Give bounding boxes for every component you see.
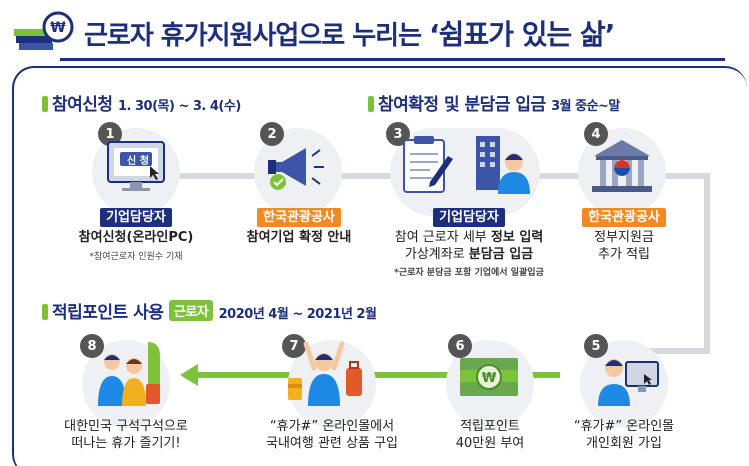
step-5-text: “휴가#” 온라인몰 개인회원 가입 [560, 418, 688, 452]
books-coin-icon: ₩ [14, 11, 74, 50]
step-6-text: 적립포인트 40만원 부여 [426, 418, 554, 452]
section-use-title: 적립포인트 사용 [52, 303, 164, 323]
title-prefix: 근로자 휴가지원사업으로 누리는 [84, 21, 430, 51]
step-2-number: 2 [260, 122, 284, 146]
step-4-line2: 추가 적립 [598, 247, 650, 262]
step-2-text: 한국관광공사 참여기업 확정 안내 [232, 206, 366, 246]
section-bar [42, 304, 48, 320]
step-3-line1-bold: 정보 입력 [490, 230, 544, 245]
step-3-line1: 참여 근로자 세부 정보 입력 [374, 229, 564, 246]
step-5-number: 5 [584, 334, 608, 358]
step-4-role: 한국관광공사 [582, 208, 666, 227]
worker-tag: 근로자 [168, 300, 214, 321]
step-8-line2: 떠나는 휴가 즐기기! [71, 436, 181, 451]
svg-text:₩: ₩ [50, 20, 66, 36]
step-3-line2-plain: 가상계좌로 [404, 247, 469, 262]
step-4-line1: 정부지원금 [594, 230, 654, 245]
section-confirm-title: 참여확정 및 분담금 입금 [378, 95, 546, 115]
section-confirm-date: 3월 중순~말 [551, 99, 620, 114]
title-highlight: ‘쉼표가 있는 삶’ [429, 18, 615, 51]
signup-computer-icon [594, 350, 660, 410]
step-6-number: 6 [448, 334, 472, 358]
step-8-text: 대한민국 구석구석으로 떠나는 휴가 즐기기! [40, 418, 212, 452]
step-5-line1: “휴가#” 온라인몰 [573, 419, 675, 434]
step-7-line2: 국내여행 관련 상품 구입 [266, 436, 398, 451]
header-icon: ₩ [14, 10, 76, 54]
step-2-role: 한국관광공사 [257, 208, 341, 227]
header-underline [60, 58, 725, 61]
step-3-line2: 가상계좌로 분담금 입금 [374, 246, 564, 263]
flow-line-right [704, 173, 710, 353]
government-building-icon [588, 134, 656, 202]
section-use-date: 2020년 4월 ~ 2021년 2월 [218, 307, 377, 322]
step-3-note: *근로자 분담금 포함 기업에서 일괄입금 [394, 268, 544, 278]
step-3-text: 기업담당자 참여 근로자 세부 정보 입력 가상계좌로 분담금 입금 *근로자 … [374, 206, 564, 278]
step-8-number: 8 [80, 334, 104, 358]
section-apply-date: 1. 30(목) ~ 3. 4(수) [117, 99, 241, 114]
shopping-person-icon [284, 338, 368, 410]
step-1-role: 기업담당자 [100, 208, 172, 227]
svg-text:₩: ₩ [482, 371, 497, 386]
flow-line-bottom-right [610, 348, 710, 354]
step-3-role: 기업담당자 [433, 208, 505, 227]
section-confirm-heading: 참여확정 및 분담금 입금 3월 중순~말 [368, 90, 620, 115]
arrow-head-icon [180, 364, 198, 386]
step-1-text: 기업담당자 참여신청(온라인PC) *참여근로자 인원수 기재 [72, 206, 200, 262]
apply-screen-label: 신 청 [127, 156, 149, 167]
step-7-number: 7 [282, 334, 306, 358]
section-bar [368, 96, 374, 112]
step-1-line1: 참여신청(온라인PC) [78, 230, 194, 245]
step-7-line1: “휴가#” 온라인몰에서 [269, 419, 395, 434]
step-4-text: 한국관광공사 정부지원금 추가 적립 [560, 206, 688, 263]
megaphone-icon [266, 142, 330, 198]
section-apply-heading: 참여신청 1. 30(목) ~ 3. 4(수) [42, 90, 241, 115]
flow-arrow-green [196, 372, 560, 378]
step-6-line1: 적립포인트 [460, 419, 520, 434]
money-icon: ₩ [454, 352, 526, 408]
step-3-line1-plain: 참여 근로자 세부 [394, 230, 491, 245]
step-8-line1: 대한민국 구석구석으로 [64, 419, 188, 434]
clipboard-icon [400, 134, 456, 200]
computer-icon [106, 140, 168, 200]
step-1-note: *참여근로자 인원수 기재 [89, 252, 183, 262]
step-5-line2: 개인회원 가입 [586, 436, 662, 451]
section-bar [42, 96, 48, 112]
step-7-text: “휴가#” 온라인몰에서 국내여행 관련 상품 구입 [232, 418, 432, 452]
step-4-number: 4 [584, 122, 608, 146]
page-title: 근로자 휴가지원사업으로 누리는 ‘쉼표가 있는 삶’ [84, 13, 615, 53]
section-use-heading: 적립포인트 사용 근로자 2020년 4월 ~ 2021년 2월 [42, 298, 377, 323]
travel-couple-icon [90, 340, 170, 410]
step-3-line2-bold: 분담금 입금 [468, 247, 534, 262]
section-apply-title: 참여신청 [52, 95, 113, 115]
office-worker-icon [470, 132, 534, 200]
step-6-line2: 40만원 부여 [455, 436, 525, 451]
step-2-line1: 참여기업 확정 안내 [246, 230, 352, 245]
